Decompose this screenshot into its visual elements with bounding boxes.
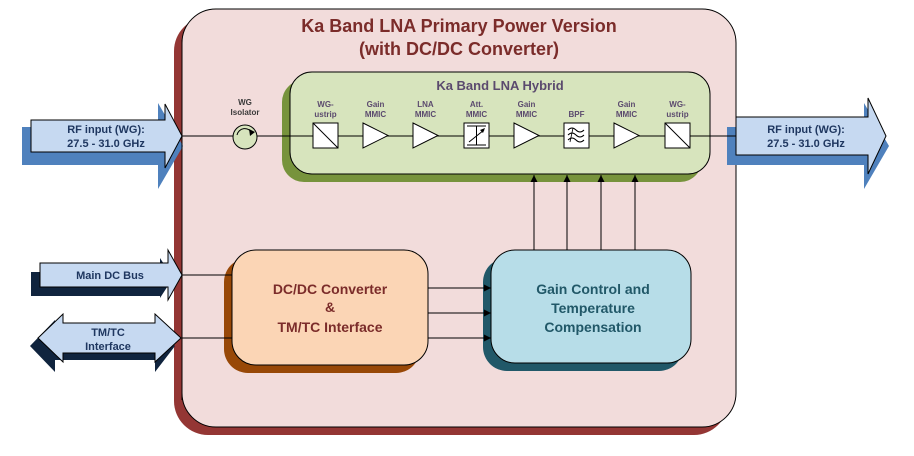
tmtc-interface-arrow — [30, 312, 182, 372]
gain-control-label-line2: Temperature — [551, 300, 635, 316]
gain-control-label-line3: Compensation — [544, 319, 641, 335]
tmtc-label-line1: TM/TC — [91, 327, 125, 339]
hybrid-components: WG-ustripGainMMICLNAMMICAtt.MMICGainMMIC… — [312, 100, 691, 149]
gain-control-block — [483, 249, 692, 371]
component-attenuator: Att.MMIC — [463, 100, 490, 149]
component-label-line1: Att. — [470, 100, 483, 109]
gain-to-hybrid-arrows — [530, 175, 639, 250]
amplifier-icon — [613, 122, 641, 149]
tmtc-label-line2: Interface — [85, 341, 131, 353]
dcdc-label-line1: DC/DC Converter — [273, 281, 388, 297]
diagram-title-line2: (with DC/DC Converter) — [359, 39, 559, 59]
component-label-line2: ustrip — [314, 110, 336, 119]
tmtc-arrow-body — [37, 312, 182, 364]
component-transition: WG-ustrip — [312, 100, 339, 149]
component-label-line1: LNA — [417, 100, 434, 109]
component-label-line1: Gain — [367, 100, 385, 109]
rf-output-arrow-body — [735, 97, 887, 175]
lna-hybrid-title: Ka Band LNA Hybrid — [436, 78, 563, 93]
component-label-line2: MMIC — [516, 110, 538, 119]
component-label-line1: Gain — [618, 100, 636, 109]
dcdc-label-line2: & — [325, 299, 335, 315]
rf-input-arrow-body — [30, 103, 183, 169]
component-label-line2: MMIC — [365, 110, 387, 119]
component-label-line2: BPF — [569, 110, 585, 119]
diagram-title-line1: Ka Band LNA Primary Power Version — [301, 16, 616, 36]
component-filter: BPF — [563, 110, 590, 149]
component-label-line2: MMIC — [466, 110, 488, 119]
amplifier-icon — [362, 122, 390, 149]
rf-output-arrow — [727, 97, 889, 189]
main-dc-bus-label: Main DC Bus — [76, 270, 144, 282]
component-transition: WG-ustrip — [664, 100, 691, 149]
component-label-line2: MMIC — [616, 110, 638, 119]
rf-output-label-line1: RF input (WG): — [767, 124, 845, 136]
lna-hybrid-box — [289, 71, 711, 175]
dcdc-to-gain-arrows — [428, 284, 491, 342]
isolator-label-line2: Isolator — [231, 108, 260, 117]
wg-isolator — [232, 124, 258, 150]
component-label-line1: WG- — [317, 100, 334, 109]
amplifier-icon — [412, 122, 440, 149]
dcdc-converter-box — [231, 249, 429, 366]
gain-control-box — [490, 249, 692, 364]
lna-hybrid — [282, 71, 711, 182]
rf-output-label-line2: 27.5 - 31.0 GHz — [767, 138, 845, 150]
component-label-line2: ustrip — [666, 110, 688, 119]
isolator-label-line1: WG — [238, 98, 252, 107]
rf-input-arrow — [22, 103, 183, 189]
component-label-line2: MMIC — [415, 110, 437, 119]
rf-input-label-line2: 27.5 - 31.0 GHz — [67, 138, 145, 150]
dcdc-converter-block — [224, 249, 429, 373]
component-label-line1: WG- — [669, 100, 686, 109]
main-dc-bus-arrow-body — [39, 248, 183, 302]
rf-input-label-line1: RF input (WG): — [67, 124, 145, 136]
dcdc-label-line3: TM/TC Interface — [277, 319, 382, 335]
component-label-line1: Gain — [518, 100, 536, 109]
gain-control-label-line1: Gain Control and — [536, 281, 650, 297]
main-dc-bus-arrow — [31, 248, 183, 302]
amplifier-icon — [513, 122, 541, 149]
